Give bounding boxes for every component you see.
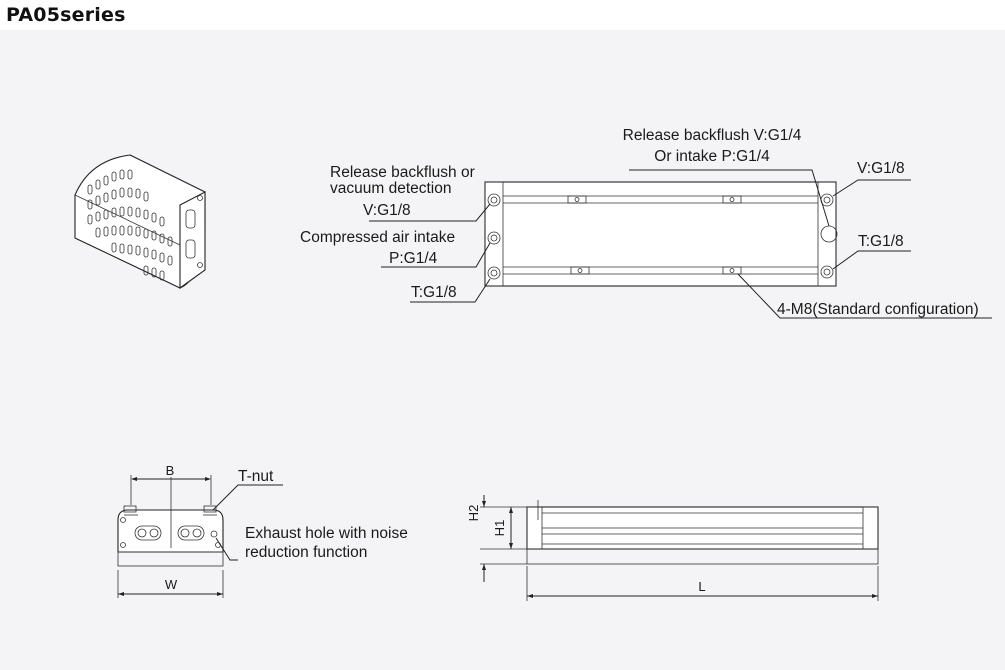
end-view-drawing: B W T-nut Exhaust hole with noise reduct… [117,463,408,598]
label-noise-reduction: reduction function [245,544,367,561]
drawing-panel [0,30,1005,670]
dim-b: B [166,463,175,478]
label-release-backflush-v-g14: Release backflush V:G1/4 [623,127,802,144]
product-isometric-illustration [74,154,206,290]
dim-l: L [698,579,705,594]
label-t-g18-right: T:G1/8 [858,233,904,250]
label-t-nut: T-nut [238,468,274,485]
top-view-drawing: Release backflush V:G1/4 Or intake P:G1/… [300,127,992,319]
label-v-g18-right: V:G1/8 [857,160,905,177]
side-view-drawing: H2 H1 L [466,495,879,601]
label-mounting-holes: 4-M8(Standard configuration) [777,301,979,318]
label-vacuum-detection: vacuum detection [330,180,452,197]
page-title: PA05series [6,4,126,26]
label-t-g18-left: T:G1/8 [411,284,457,301]
dim-h1: H1 [492,520,507,537]
dim-w: W [165,577,178,592]
label-compressed-air-intake: Compressed air intake [300,229,455,246]
label-release-backflush-or: Release backflush or [330,164,475,181]
dim-h2: H2 [466,505,481,522]
label-exhaust-hole: Exhaust hole with noise [245,525,408,542]
label-v-g18-left: V:G1/8 [363,202,411,219]
label-p-g14: P:G1/4 [389,250,438,267]
label-or-intake-p-g14: Or intake P:G1/4 [654,148,770,165]
